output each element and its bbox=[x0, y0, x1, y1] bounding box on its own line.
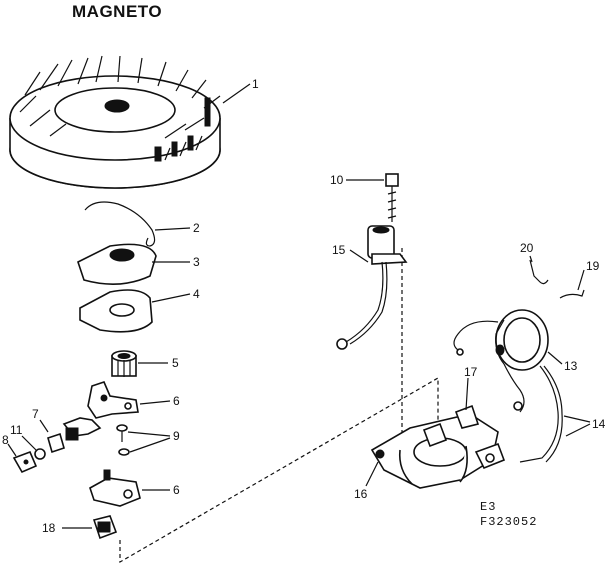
leader-line bbox=[151, 293, 191, 303]
magneto-bracket-part bbox=[370, 404, 506, 489]
callout-3: 3 bbox=[193, 255, 200, 269]
callout-5: 5 bbox=[172, 356, 179, 370]
callout-9: 9 bbox=[173, 429, 180, 443]
callout-6b: 6 bbox=[173, 483, 180, 497]
callout-20: 20 bbox=[520, 241, 534, 255]
bushing-part bbox=[111, 350, 137, 377]
cam-part bbox=[77, 243, 157, 285]
callout-18: 18 bbox=[42, 521, 56, 535]
leader-line bbox=[139, 400, 171, 405]
callout-7: 7 bbox=[32, 407, 39, 421]
leader-line bbox=[21, 435, 37, 451]
dust-cover-part bbox=[79, 289, 153, 333]
callout-1: 1 bbox=[252, 77, 259, 91]
spring-clip-part bbox=[84, 201, 156, 247]
screw-part bbox=[385, 173, 399, 222]
callout-8: 8 bbox=[2, 433, 9, 447]
diagram-title: MAGNETO bbox=[72, 2, 162, 21]
leader-line bbox=[563, 415, 591, 423]
ignition-coil-part bbox=[453, 309, 563, 463]
leader-line bbox=[7, 443, 17, 457]
callout-6a: 6 bbox=[173, 394, 180, 408]
callout-2: 2 bbox=[193, 221, 200, 235]
leader-line bbox=[222, 83, 251, 104]
leader-line bbox=[365, 461, 379, 487]
leader-line bbox=[565, 423, 591, 437]
condenser-clamp-part bbox=[92, 515, 118, 540]
leader-line bbox=[577, 269, 585, 291]
leader-line bbox=[547, 351, 563, 365]
leader-line bbox=[129, 437, 171, 453]
condenser-part bbox=[336, 225, 408, 350]
callout-15: 15 bbox=[332, 243, 346, 257]
callout-13: 13 bbox=[564, 359, 578, 373]
connection-line bbox=[119, 376, 439, 564]
leader-line bbox=[349, 249, 369, 263]
terminal-assembly-part bbox=[12, 417, 102, 474]
callout-16: 16 bbox=[354, 487, 368, 501]
leader-line bbox=[39, 419, 49, 433]
leader-line bbox=[127, 431, 171, 437]
callout-14: 14 bbox=[592, 417, 606, 431]
callout-4: 4 bbox=[193, 287, 200, 301]
leader-line bbox=[465, 377, 469, 411]
breaker-arm-part bbox=[87, 381, 139, 419]
figure-code-line1: E3 bbox=[480, 500, 496, 514]
wire-clip-part bbox=[559, 289, 585, 299]
screw-washer-part bbox=[116, 424, 130, 456]
callout-10: 10 bbox=[330, 173, 344, 187]
flywheel-part bbox=[9, 55, 221, 189]
small-spring-part bbox=[529, 259, 549, 285]
callout-17: 17 bbox=[464, 365, 478, 379]
figure-code-line2: F323052 bbox=[480, 515, 537, 529]
callout-19: 19 bbox=[586, 259, 600, 273]
leader-line bbox=[529, 255, 533, 263]
breaker-base-part bbox=[89, 469, 141, 507]
callout-11: 11 bbox=[10, 423, 23, 437]
leader-line bbox=[154, 227, 191, 231]
